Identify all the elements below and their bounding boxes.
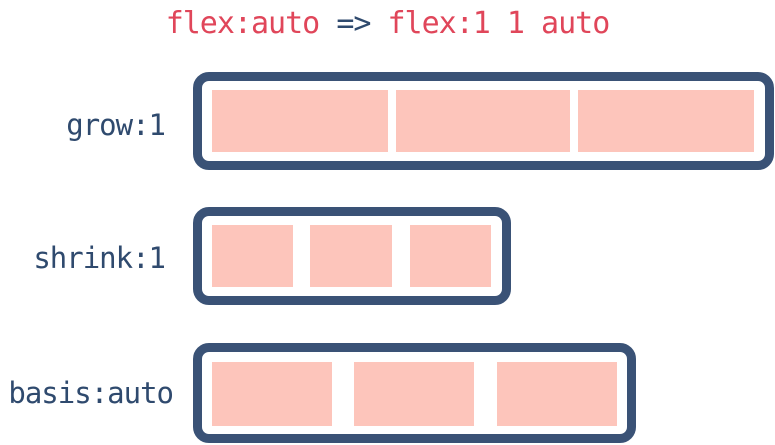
item-grow-2 [396, 90, 570, 152]
item-grow-3 [578, 90, 754, 152]
container-shrink [193, 207, 511, 305]
title-arrow: => [336, 6, 371, 41]
item-shrink-2 [310, 225, 392, 287]
item-basis-3 [497, 362, 617, 426]
label-grow: grow:1 [66, 108, 166, 142]
title-flex-auto: flex:auto [165, 6, 321, 41]
diagram-title: flex:auto => flex:1 1 auto [0, 4, 775, 44]
item-grow-1 [212, 90, 388, 152]
item-shrink-3 [410, 225, 491, 287]
item-basis-1 [212, 362, 332, 426]
item-basis-2 [354, 362, 474, 426]
container-basis [193, 343, 636, 443]
container-grow [193, 72, 774, 170]
item-shrink-1 [212, 225, 293, 287]
label-basis: basis:auto [8, 376, 174, 410]
label-shrink: shrink:1 [33, 241, 166, 275]
title-flex-expanded: flex:1 1 auto [387, 6, 611, 41]
